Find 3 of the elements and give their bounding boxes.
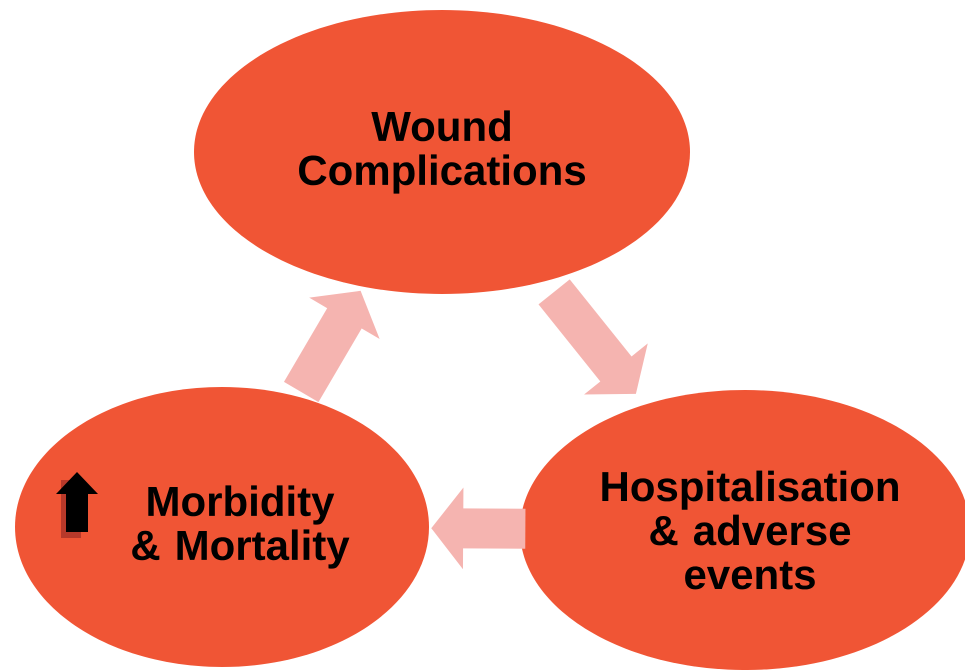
block-arrow (538, 279, 648, 394)
ellipse-node: Wound Complications (194, 10, 690, 294)
ellipse-node: Morbidity & Mortality (15, 387, 429, 667)
